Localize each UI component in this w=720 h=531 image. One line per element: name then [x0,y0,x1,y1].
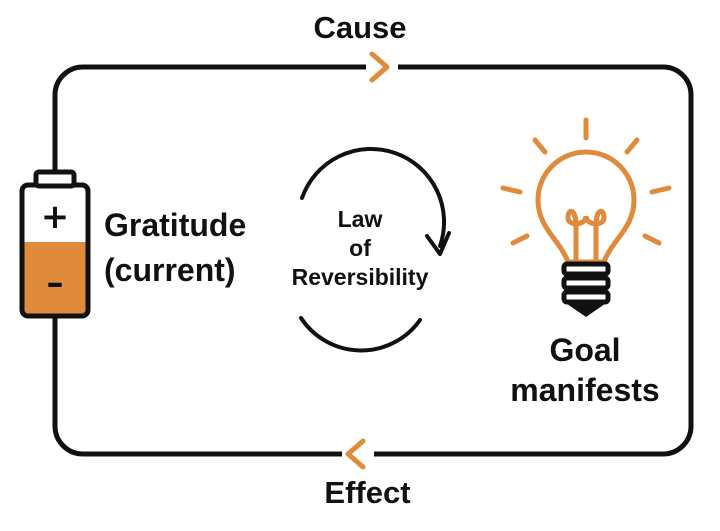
law-of-reversibility-label: Law of Reversibility [270,205,450,292]
gratitude-label-line-2: (current) [104,252,236,288]
effect-label: Effect [324,475,411,510]
center-label-line-2: of [349,235,371,261]
cycle-arrow-icon [299,146,451,353]
cause-label: Cause [313,10,407,45]
goal-label-line-2: manifests [510,372,660,408]
lightbulb-icon [500,117,672,318]
gratitude-label-line-1: Gratitude [104,207,247,243]
effect-flow-arrow-icon [342,438,374,470]
battery-negative-symbol: – [46,263,64,303]
center-label-line-3: Reversibility [291,264,429,290]
center-label-line-1: Law [337,206,383,232]
goal-label-line-1: Goal [549,332,621,368]
cause-flow-arrow-icon [366,51,398,83]
goal-manifests-label: Goal manifests [485,330,685,410]
battery-icon [19,169,91,319]
gratitude-label: Gratitude (current) [104,203,246,293]
battery-positive-symbol: + [40,197,70,237]
